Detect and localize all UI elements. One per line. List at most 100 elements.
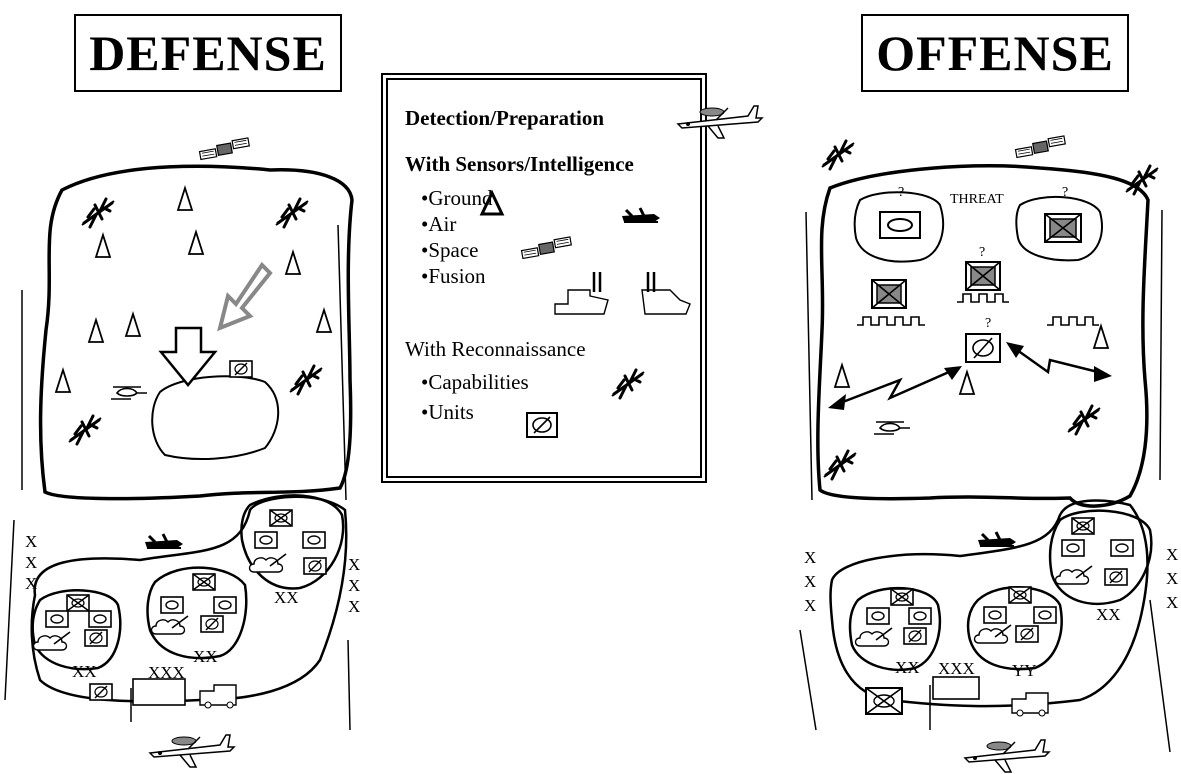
defense-corps-label: XXX: [148, 663, 185, 682]
unit-icon: [303, 532, 325, 548]
question-mark: ?: [898, 185, 904, 200]
helicopter-icon: [111, 387, 147, 399]
air-sensor-icon: [145, 534, 183, 548]
awacs-icon: [150, 735, 234, 767]
recon-jet-icon: [69, 416, 101, 444]
defense-objective-area: [152, 376, 278, 459]
question-mark: ?: [985, 316, 991, 331]
offense-flank-x: X: [1166, 569, 1178, 588]
enemy-unit-icon: [872, 280, 906, 308]
defense-division-label: XX: [72, 662, 97, 681]
obstacle-line: [1047, 317, 1099, 325]
recon-jet-icon: [290, 366, 322, 394]
ground-sensor-icon: [482, 193, 502, 214]
unit-icon: [1111, 540, 1133, 556]
recon-jet-icon: [82, 199, 114, 227]
corps-hq-box: [933, 677, 979, 699]
offense-division-area-right: [1050, 511, 1151, 604]
unit-icon: [214, 597, 236, 613]
offense-division-label: XX: [1096, 605, 1121, 624]
ground-sensor-icon: [317, 310, 331, 332]
defense-flank-x: X: [348, 597, 360, 616]
unit-icon: [891, 589, 913, 605]
offense-flank-x: X: [804, 596, 816, 615]
offense-partial-label: YY: [1012, 661, 1037, 680]
unit-icon: [867, 608, 889, 624]
offense-corps-label: XXX: [938, 659, 975, 678]
obstacle-line: [957, 294, 1009, 302]
legend-icons: [482, 106, 762, 437]
ground-sensor-icon: [126, 314, 140, 336]
ground-sensor-icon: [286, 252, 300, 274]
unit-icon: [270, 510, 292, 526]
air-sensor-icon: [978, 532, 1016, 546]
offense-flank-x: X: [1166, 593, 1178, 612]
question-mark: ?: [979, 245, 985, 260]
ground-sensor-icon: [835, 365, 849, 387]
defense-secondary-arrow: [220, 265, 270, 328]
offense-map: ? ? THREAT ? ?: [800, 136, 1178, 772]
unit-icon: [1009, 587, 1031, 603]
lightning-arrow-left: [828, 366, 962, 410]
obstacle-line: [857, 317, 925, 325]
unit-icon: [201, 616, 223, 632]
artillery-icon: [152, 616, 189, 634]
awacs-icon: [965, 740, 1049, 772]
recon-jet-icon: [276, 199, 308, 227]
unit-icon: [1072, 518, 1094, 534]
unit-icon: [85, 630, 107, 646]
defense-flank-x: X: [348, 576, 360, 595]
unit-icon: [866, 688, 902, 714]
awacs-icon: [678, 106, 762, 138]
ground-sensor-icon: [1094, 326, 1108, 348]
defense-flank-x: X: [25, 574, 37, 593]
unit-icon: [984, 607, 1006, 623]
unit-icon: [1105, 569, 1127, 585]
defense-division-label: XX: [274, 588, 299, 607]
enemy-unit-icon: [880, 212, 920, 238]
air-sensor-icon: [622, 208, 660, 222]
satellite-icon: [200, 138, 250, 159]
corps-hq-box: [133, 679, 185, 705]
enemy-unit-icon: [1045, 214, 1081, 242]
recon-jet-icon: [1068, 406, 1100, 434]
unit-icon: [304, 558, 326, 574]
defense-flank-x: X: [348, 555, 360, 574]
defense-flank-x: X: [25, 532, 37, 551]
artillery-icon: [1056, 566, 1093, 584]
artillery-icon: [856, 628, 893, 646]
unit-icon: [1034, 607, 1056, 623]
ground-sensor-icon: [96, 235, 110, 257]
recon-jet-icon: [824, 451, 856, 479]
unit-icon: [255, 532, 277, 548]
ground-sensor-icon: [56, 370, 70, 392]
unit-icon: [230, 361, 252, 377]
offense-flank-x: X: [804, 572, 816, 591]
artillery-icon: [34, 632, 71, 650]
ground-sensor-icon: [960, 372, 974, 394]
unit-icon: [46, 611, 68, 627]
artillery-icon: [975, 625, 1012, 643]
unit-icon: [1062, 540, 1084, 556]
ground-sensor-icon: [178, 188, 192, 210]
support-truck-icon: [200, 685, 236, 708]
unit-icon: [904, 628, 926, 644]
ground-sensor-icon: [89, 320, 103, 342]
satellite-icon: [522, 237, 572, 258]
question-mark: ?: [1062, 185, 1068, 200]
unit-icon: [90, 684, 112, 700]
defense-map: X X X X X X XX XX XX XXX: [5, 138, 360, 767]
unit-icon: [527, 413, 557, 437]
offense-flank-x: X: [1166, 545, 1178, 564]
offense-division-label: XX: [895, 658, 920, 677]
helicopter-icon: [874, 422, 910, 434]
support-truck-icon: [1012, 693, 1048, 716]
unit-icon: [67, 595, 89, 611]
defense-division-label: XX: [193, 647, 218, 666]
defense-flank-x: X: [25, 553, 37, 572]
fusion-icon: [555, 272, 690, 314]
recon-jet-icon: [612, 370, 644, 398]
threat-label: THREAT: [950, 192, 1004, 207]
enemy-unit-icon: [966, 334, 1000, 362]
